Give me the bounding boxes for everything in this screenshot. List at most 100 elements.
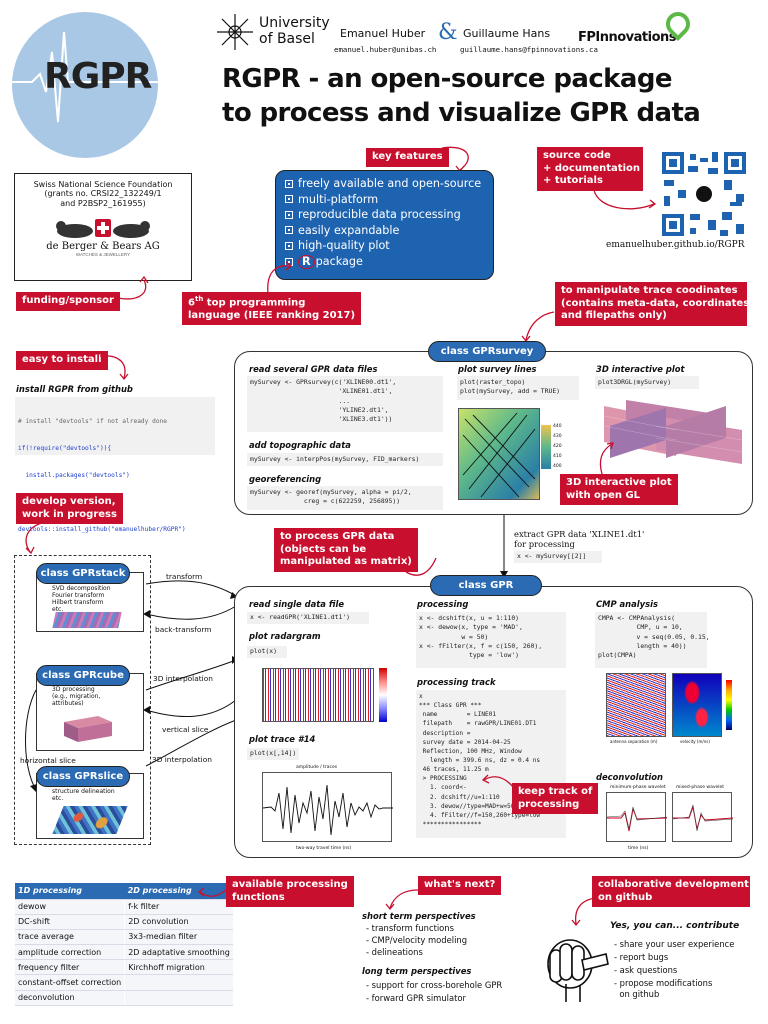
cmp-heading: CMP analysis	[596, 599, 658, 609]
gprslice-items: structure delineation etc.	[52, 788, 115, 802]
deconv-left-wave	[606, 806, 668, 832]
gprsurvey-pill[interactable]: class GPRsurvey	[428, 341, 546, 362]
survey-geo-heading: georeferencing	[249, 474, 322, 484]
logo-text: RGPR	[44, 56, 152, 97]
survey-read-code: mySurvey <- GPRsurvey(c('XLINE00.dt1', '…	[247, 376, 443, 432]
qr-code-icon	[660, 150, 748, 238]
trace-title: amplitude / traces	[296, 765, 338, 770]
collab-label: collaborative development on github	[592, 876, 750, 907]
opengl-label: 3D interactive plot with open GL	[560, 474, 678, 505]
survey-read-heading: read several GPR data files	[249, 364, 378, 374]
trace-axis-x: two-way travel time (ns)	[296, 846, 352, 851]
cmp-axis-x2: velocity (m/ns)	[680, 739, 710, 744]
r-logo: R	[298, 254, 315, 269]
deconv-axis-x: time (ns)	[628, 846, 649, 851]
legend-tick: 430	[553, 434, 562, 439]
bears-icon	[56, 219, 150, 238]
radargram-colorbar	[379, 668, 387, 722]
source-label: source code + documentation + tutorials	[537, 147, 643, 191]
qr-code[interactable]	[660, 150, 748, 238]
gprslice-pill[interactable]: class GPRslice	[36, 766, 130, 787]
bullet-icon	[285, 210, 293, 219]
source-url[interactable]: emanuelhuber.github.io/RGPR	[606, 240, 745, 250]
install-code: # install "devtools" if not already done…	[15, 397, 215, 533]
install-arrow-icon	[99, 355, 129, 381]
survey-3d-heading: 3D interactive plot	[596, 364, 685, 374]
survey-3d-graphic	[603, 400, 743, 464]
interp2-label: 3D interpolation	[152, 755, 212, 764]
legend-tick: 400	[553, 464, 562, 469]
survey-topo-heading: add topographic data	[249, 440, 351, 450]
collab-item: - report bugs	[614, 952, 669, 962]
contribute-heading: Yes, you can... contribute	[610, 921, 740, 931]
gprcube-pill[interactable]: class GPRcube	[36, 665, 130, 686]
deconv-plot-right	[672, 792, 734, 842]
cmp-plot-right	[672, 673, 722, 737]
gprcube-items: 3D processing (e.g., migration, attribut…	[52, 686, 101, 707]
back-transform-label: back-transform	[155, 625, 212, 634]
sponsor-grants: (grants no. CRSI22_132249/1 and P2BSP2_1…	[44, 189, 162, 208]
bullet-icon	[285, 226, 293, 234]
survey-plot-code: plot(raster_topo) plot(mySurvey, add = T…	[457, 376, 579, 400]
cmp-axis-x: antenna separation (m)	[610, 739, 658, 744]
deconv-plot-left	[606, 792, 668, 842]
feature-item: high-quality plot	[285, 239, 493, 252]
university-name: University of Basel	[259, 15, 330, 47]
feature-item: R package	[285, 254, 493, 269]
trace-code: plot(x[,14])	[247, 748, 299, 760]
radargram-plot	[262, 668, 374, 722]
features-box: freely available and open-source multi-p…	[275, 170, 494, 280]
cmp-colorbar	[726, 680, 732, 730]
rgpr-logo: RGPR	[12, 12, 158, 158]
deconv-heading: deconvolution	[596, 772, 663, 782]
bullet-icon	[285, 241, 293, 250]
gpr-pill[interactable]: class GPR	[430, 575, 542, 596]
extract-arrow-icon	[500, 515, 508, 578]
sponsor-company-sub: WATCHES & JEWELLERY	[75, 252, 131, 257]
survey-map-plot	[458, 408, 540, 500]
feature-item: multi-platform	[285, 193, 493, 206]
process-label: to process GPR data (objects can be mani…	[274, 528, 418, 572]
develop-arrow-icon	[25, 521, 47, 555]
logo-wave-icon	[12, 31, 158, 123]
horizontal-slice-arrow-icon	[25, 689, 37, 792]
ranking-arrow-icon	[267, 261, 293, 295]
deconv-right-title: mixed-phase wavelet	[676, 785, 725, 790]
bullet-icon	[285, 195, 293, 203]
gpr-read-code: x <- readGPR('XLINE1.dt1')	[247, 612, 369, 624]
next-arrow-icon	[385, 889, 419, 911]
university-logo	[215, 12, 255, 52]
easy-install-label: easy to install	[16, 351, 108, 370]
horizontal-slice-label: horizontal slice	[20, 756, 76, 765]
trace-heading: plot trace #14	[249, 734, 316, 744]
gprstack-pill[interactable]: class GPRstack	[36, 563, 130, 584]
partner-logo: FPInnovations	[578, 30, 677, 45]
collab-arrow-icon	[571, 897, 597, 927]
title-line2: to process and visualize GPR data	[222, 98, 701, 128]
sponsor-company: de Berger & Bears AG	[46, 241, 160, 252]
survey-legend	[541, 425, 551, 469]
long-term-heading: long term perspectives	[362, 966, 472, 976]
radargram-heading: plot radargram	[249, 631, 321, 641]
keep-track-arrow-icon	[481, 774, 515, 789]
collab-item: - propose modifications on github	[614, 978, 713, 999]
functions-arrow-icon	[197, 887, 227, 897]
author2-email: guillaume.hans@fpinnovations.ca	[460, 45, 598, 54]
long-term-item: - support for cross-borehole GPR	[366, 980, 503, 990]
trace-wave	[262, 784, 393, 836]
sponsor-box: Swiss National Science Foundation (grant…	[14, 173, 192, 281]
survey-3d-plot	[596, 396, 746, 468]
survey-geo-code: mySurvey <- georef(mySurvey, alpha = pi/…	[247, 486, 443, 510]
survey-3d-code: plot3DRGL(mySurvey)	[595, 376, 699, 389]
survey-plot-heading: plot survey lines	[458, 364, 537, 374]
feature-item: reproducible data processing	[285, 208, 493, 221]
legend-tick: 420	[553, 444, 562, 449]
table-header: 1D processing	[15, 883, 125, 900]
